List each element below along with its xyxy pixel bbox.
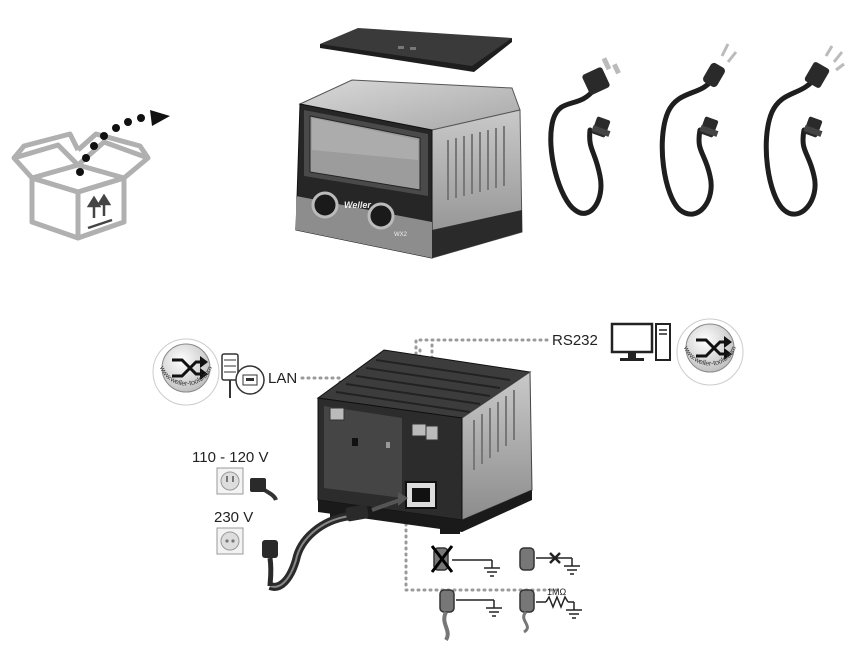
resistor-icon	[545, 594, 569, 610]
web-globe-icon: www.weller-tools.com	[152, 338, 220, 406]
power-cable	[250, 478, 408, 591]
web-globe-icon-right: www.weller-tools.com	[676, 318, 744, 386]
lan-label: LAN	[268, 370, 298, 387]
computer-icon	[610, 322, 671, 361]
unpack-arrow	[76, 110, 170, 176]
resistance-label: 1MΩ	[547, 587, 567, 597]
wall-socket-icon	[216, 467, 244, 555]
voltage-110-label: 110 - 120 V	[192, 449, 269, 466]
eu-power-cord	[659, 43, 738, 217]
brand-text: Weller	[344, 200, 371, 210]
rs232-label: RS232	[552, 332, 598, 349]
soldering-station: Weller WX2	[295, 79, 523, 259]
network-adapter-icon	[221, 353, 265, 398]
no-tool-icon	[430, 545, 492, 573]
open-box-icon	[11, 131, 151, 241]
uk-power-cord	[548, 57, 621, 216]
ground-icon	[484, 560, 500, 577]
grounding-options: 1MΩ	[430, 545, 582, 642]
model-text: WX2	[394, 232, 408, 238]
station-lid	[320, 28, 512, 72]
voltage-230-label: 230 V	[214, 509, 254, 526]
this-side-up-icon	[86, 193, 113, 230]
station-rear	[316, 349, 533, 534]
us-power-cord	[763, 45, 845, 217]
